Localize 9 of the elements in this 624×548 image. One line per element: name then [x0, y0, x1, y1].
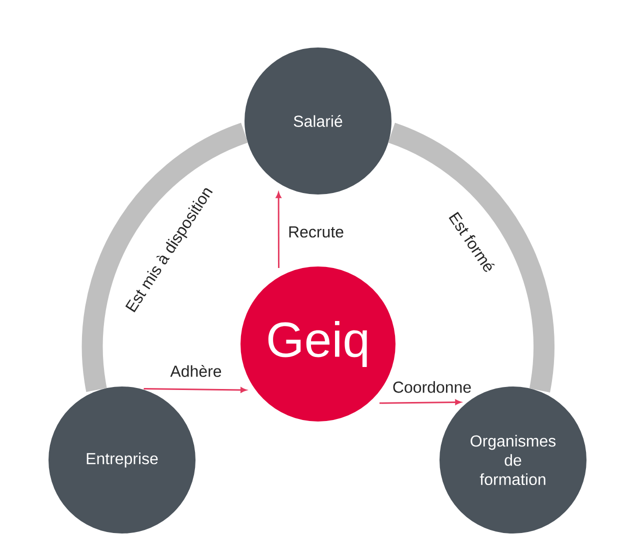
arrow — [144, 387, 246, 393]
circle-node: Entreprise — [48, 385, 196, 534]
circle-node: Salarié — [244, 46, 392, 196]
edge-label: Adhère — [170, 365, 222, 377]
arc-connector — [388, 122, 554, 392]
arc-connector — [82, 122, 248, 392]
edge-label: Recrute — [289, 226, 344, 238]
arrow — [276, 192, 282, 268]
arrow — [380, 400, 462, 405]
